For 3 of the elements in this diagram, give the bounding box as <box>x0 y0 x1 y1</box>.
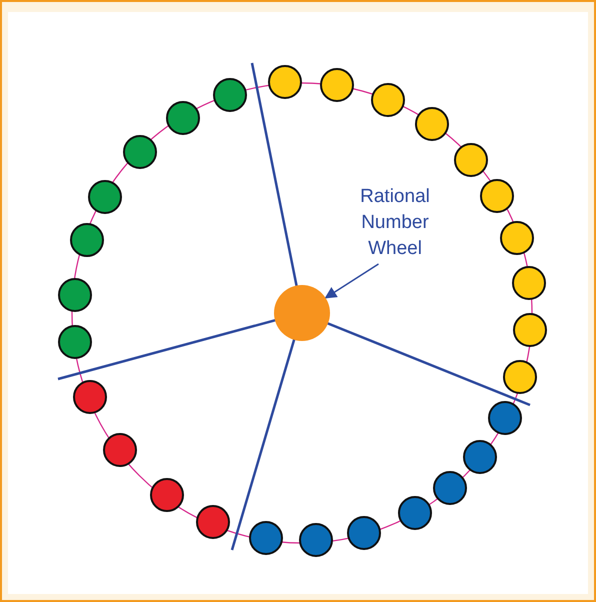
wheel-label: Rational Number Wheel <box>340 184 450 262</box>
hub-circle <box>274 285 330 341</box>
leader-arrow <box>324 263 379 299</box>
